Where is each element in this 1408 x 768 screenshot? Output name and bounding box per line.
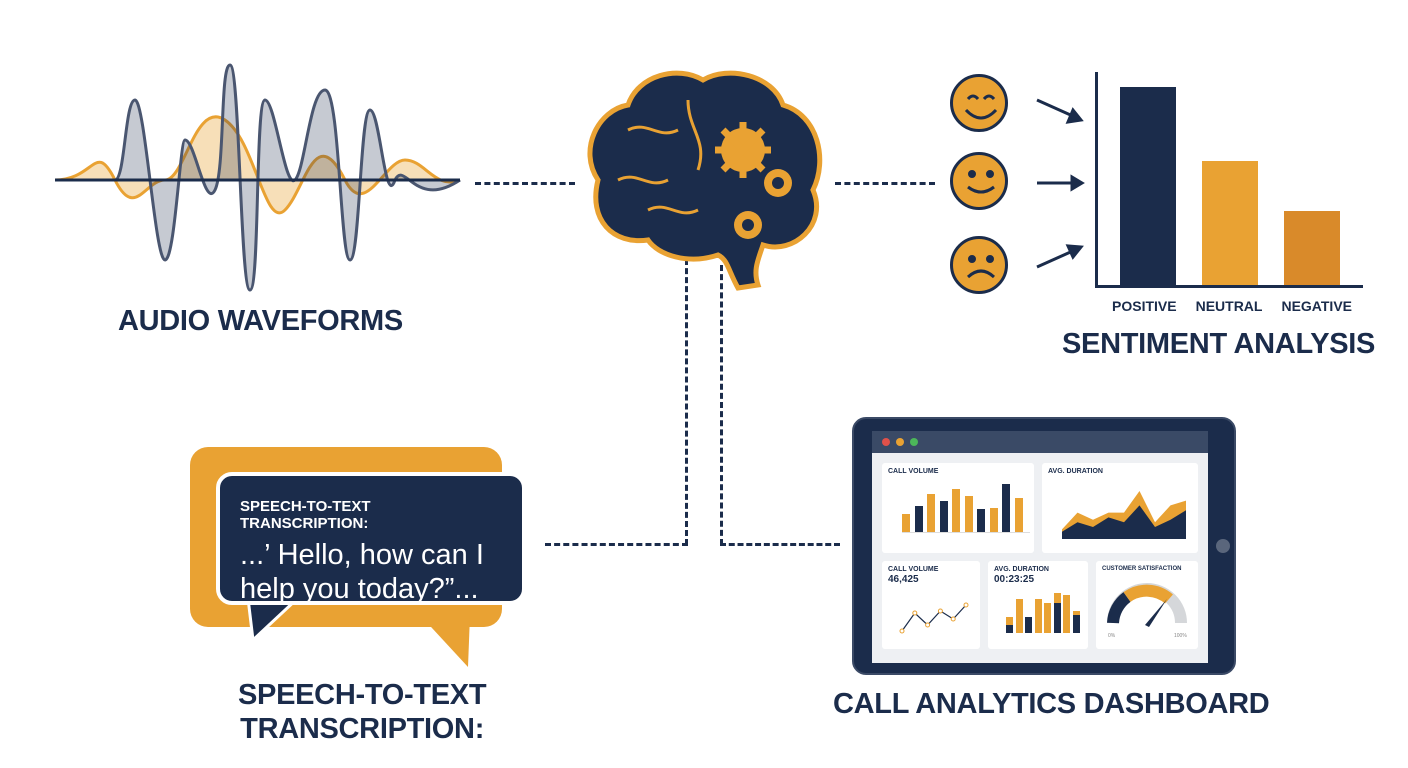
tick-neutral: NEUTRAL	[1195, 298, 1263, 314]
card-title: AVG. DURATION	[994, 566, 1049, 573]
sentiment-bar-neutral	[1202, 161, 1258, 285]
connector-line	[720, 265, 723, 545]
happy-face-icon	[950, 74, 1008, 132]
duration-bar-segment	[1006, 625, 1013, 633]
call-volume-bar	[914, 505, 923, 532]
close-dot-icon[interactable]	[882, 438, 890, 446]
dashboard-label: CALL ANALYTICS DASHBOARD	[833, 688, 1270, 720]
line-point	[912, 610, 918, 616]
avg-duration-stat-card: AVG. DURATION 00:23:25	[988, 561, 1088, 649]
satisfaction-gauge	[1107, 583, 1187, 627]
avg-duration-chart-card: AVG. DURATION	[1042, 463, 1198, 553]
transcription-label: SPEECH-TO-TEXT TRANSCRIPTION:	[238, 678, 487, 746]
tick-negative: NEGATIVE	[1281, 298, 1352, 314]
call-volume-bar	[952, 488, 960, 532]
gauge-max-label: 100%	[1174, 633, 1187, 639]
card-title: CALL VOLUME	[888, 468, 939, 475]
line-point	[899, 628, 905, 634]
arrow-icons	[1036, 98, 1085, 269]
sad-face-icon	[950, 236, 1008, 294]
line-point	[963, 602, 969, 608]
line-point	[950, 616, 956, 622]
call-volume-bar	[902, 513, 910, 532]
duration-bar-segment	[1053, 603, 1061, 633]
connector-line	[475, 182, 575, 185]
call-volume-bar	[964, 496, 973, 532]
call-volume-bar	[927, 493, 935, 532]
customer-satisfaction-card: CUSTOMER SATISFACTION 0% 100%	[1096, 561, 1198, 649]
connector-line	[545, 543, 688, 546]
maximize-dot-icon[interactable]	[910, 438, 918, 446]
label-line: SPEECH-TO-TEXT	[238, 679, 487, 711]
call-volume-chart-card: CALL VOLUME	[882, 463, 1034, 553]
card-title: CALL VOLUME	[888, 566, 939, 573]
call-volume-stat-card: CALL VOLUME 46,425	[882, 561, 980, 649]
connector-line	[685, 250, 688, 545]
speech-bubble: SPEECH-TO-TEXT TRANSCRIPTION: ...’ Hello…	[216, 472, 526, 605]
duration-bar-segment	[1072, 615, 1080, 633]
audio-waveforms-label: AUDIO WAVEFORMS	[118, 305, 403, 337]
neutral-smile-face-icon	[950, 152, 1008, 210]
call-volume-bar	[989, 508, 998, 532]
duration-bar	[1034, 599, 1042, 633]
sentiment-analysis-label: SENTIMENT ANALYSIS	[1062, 328, 1376, 360]
line-point	[925, 622, 931, 628]
call-volume-bar	[977, 508, 985, 532]
duration-bar	[1044, 603, 1051, 633]
brain-gears-icon	[587, 70, 823, 291]
call-volume-bar	[1002, 484, 1010, 532]
minimize-dot-icon[interactable]	[896, 438, 904, 446]
line-point	[937, 608, 943, 614]
label-line: TRANSCRIPTION:	[240, 713, 485, 745]
bubble-tail	[420, 615, 470, 667]
tick-positive: POSITIVE	[1112, 298, 1177, 314]
sentiment-bar-negative	[1284, 210, 1340, 285]
dashboard-screen: CALL VOLUME AVG. DURATION CALL VOLUME 46…	[872, 431, 1208, 663]
call-volume-value: 46,425	[888, 574, 919, 585]
sentiment-bar-positive	[1120, 87, 1176, 285]
call-volume-bar	[939, 500, 948, 532]
card-title: AVG. DURATION	[1048, 468, 1103, 475]
face-features	[964, 94, 998, 279]
connector-line	[835, 182, 935, 185]
gauge-min-label: 0%	[1108, 633, 1116, 639]
audio-waveform-graphic	[54, 63, 461, 292]
area-chart	[1062, 491, 1186, 539]
card-title: CUSTOMER SATISFACTION	[1102, 566, 1182, 572]
avg-duration-value: 00:23:25	[994, 574, 1035, 585]
tablet-home-button[interactable]	[1216, 539, 1230, 553]
duration-bar	[1015, 599, 1023, 633]
duration-bar	[1063, 595, 1070, 633]
call-volume-bar	[1014, 498, 1023, 532]
bubble-text: ...’ Hello, how can I help you today?”..…	[240, 539, 484, 605]
line-series	[901, 604, 967, 632]
area-series-navy	[1062, 505, 1186, 539]
sentiment-chart	[1095, 72, 1363, 288]
window-titlebar	[872, 431, 1208, 453]
line-chart	[899, 602, 969, 634]
connector-line	[720, 543, 840, 546]
duration-bar-segment	[1025, 617, 1032, 633]
tablet-dashboard: CALL VOLUME AVG. DURATION CALL VOLUME 46…	[852, 417, 1236, 675]
bubble-heading: SPEECH-TO-TEXT TRANSCRIPTION:	[240, 498, 371, 532]
